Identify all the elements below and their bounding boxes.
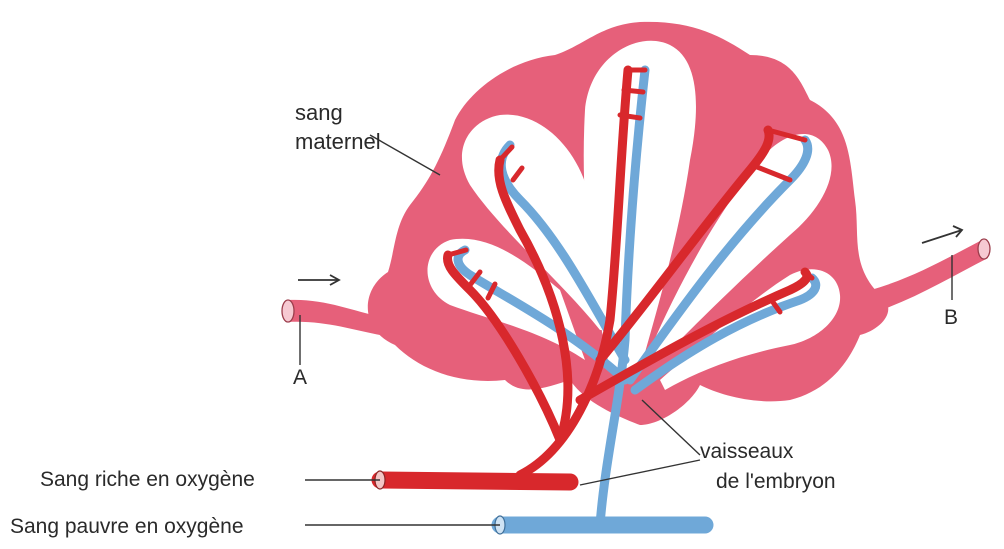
label-vaisseaux: vaisseaux bbox=[700, 440, 793, 463]
label-sang-riche: Sang riche en oxygène bbox=[40, 468, 255, 491]
label-sang: sang bbox=[295, 101, 343, 125]
label-b: B bbox=[944, 306, 958, 329]
outflow-arrow bbox=[922, 226, 962, 243]
label-de-l-embryon: de l'embryon bbox=[716, 470, 836, 493]
label-a: A bbox=[293, 366, 307, 389]
label-maternel: maternel bbox=[295, 130, 381, 154]
inflow-arrow bbox=[298, 275, 339, 285]
maternal-vein-b bbox=[850, 239, 990, 318]
label-sang-pauvre: Sang pauvre en oxygène bbox=[10, 515, 244, 538]
